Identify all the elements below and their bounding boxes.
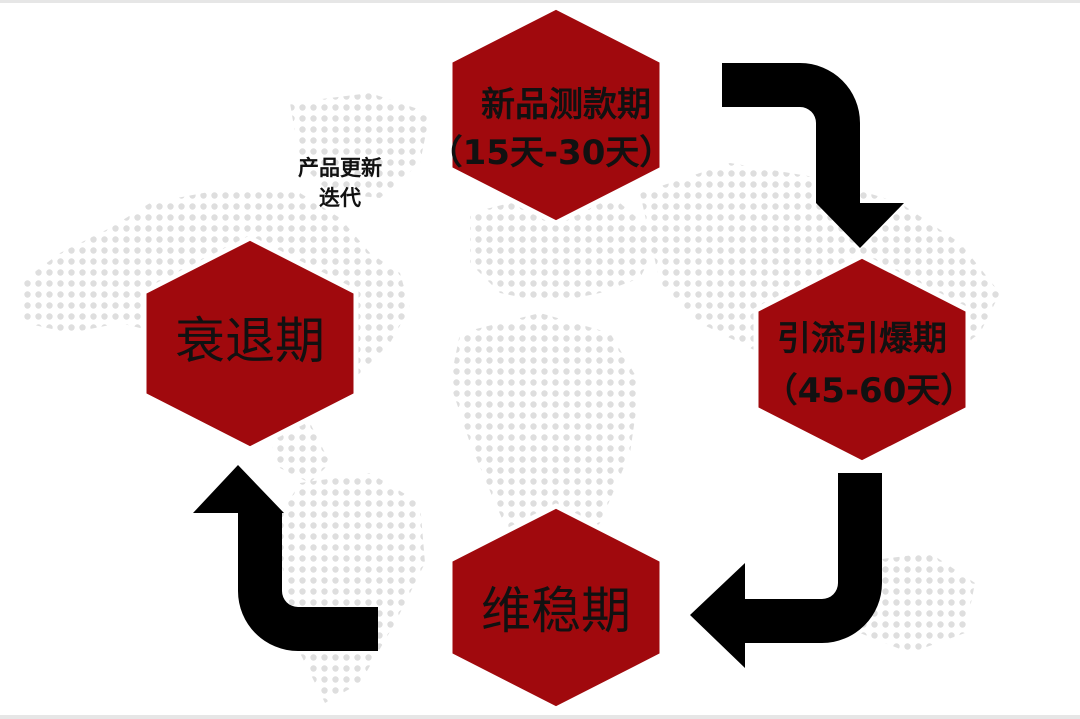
hexagon-testing-stage (447, 4, 665, 226)
label-growth-stage: 引流引爆期 （45-60天） (752, 313, 992, 417)
note-product-iteration: 产品更新 迭代 (270, 153, 410, 213)
arrows (193, 63, 904, 668)
map-europe (470, 193, 660, 303)
map-africa (450, 313, 640, 563)
diagram-canvas (20, 4, 1000, 712)
hexagon-stable-stage (447, 503, 665, 712)
stage-name-growth: 引流引爆期 (777, 319, 947, 359)
map-greenland (290, 93, 430, 198)
note-line-1: 产品更新 (298, 156, 382, 180)
stage-duration-growth: （45-60天） (763, 371, 975, 411)
arrow-testing-to-growth (722, 63, 904, 248)
label-testing-stage: 新品测款期 （15天-30天） (429, 81, 686, 177)
label-decline-stage: 衰退期 (140, 311, 360, 371)
stage-duration-testing: （15天-30天） (428, 133, 674, 173)
note-line-2: 迭代 (319, 186, 361, 210)
arrow-stable-to-decline (193, 465, 378, 651)
hexagon-decline-stage (141, 235, 359, 452)
hexagon-growth-stage (753, 253, 971, 466)
hexagons (141, 4, 971, 712)
arrow-growth-to-stable (690, 473, 882, 668)
stage-name-decline: 衰退期 (175, 312, 325, 370)
label-stable-stage: 维稳期 (446, 581, 666, 641)
stage-name-testing: 新品测款期 (481, 85, 651, 125)
stage-name-stable: 维稳期 (481, 582, 631, 640)
map-south-america (275, 473, 425, 703)
